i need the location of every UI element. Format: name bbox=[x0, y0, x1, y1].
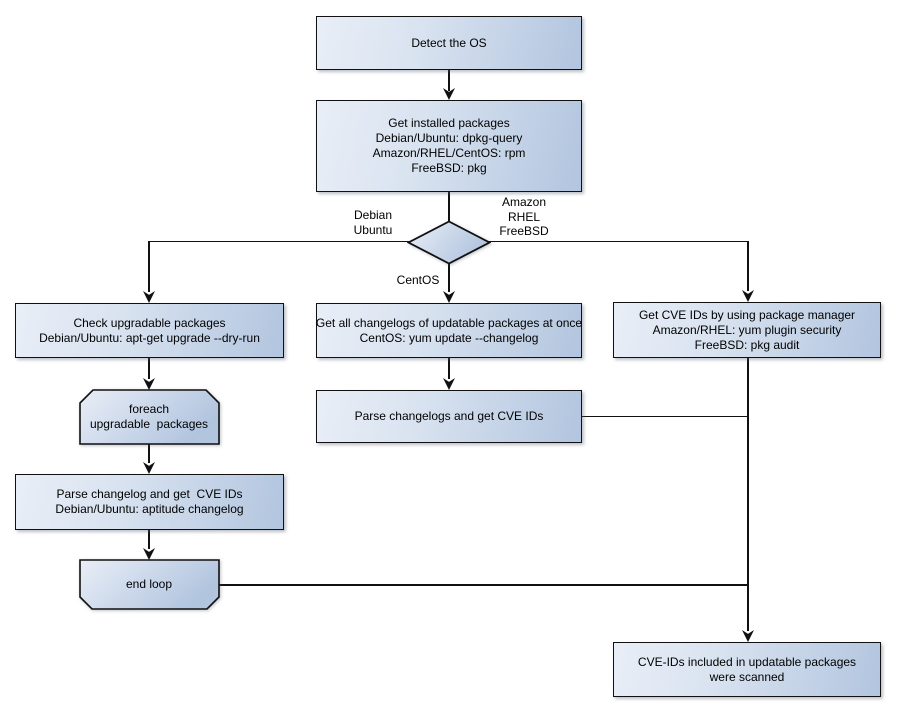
arrowhead-into-get-changelogs bbox=[443, 291, 455, 303]
edge-branch-centos-vertical bbox=[448, 262, 450, 292]
node-end-loop-shape bbox=[79, 559, 220, 610]
edge-parse-to-endloop bbox=[148, 530, 150, 549]
edge-label-line: Amazon bbox=[501, 195, 547, 209]
node-line: Check upgradable packages bbox=[73, 315, 226, 330]
node-foreach-shape bbox=[79, 389, 220, 445]
node-detect-os: Detect the OS bbox=[316, 16, 582, 70]
node-get-all-changelogs: Get all changelogs of updatable packages… bbox=[316, 303, 582, 358]
edge-branch-right-horizontal bbox=[487, 240, 748, 243]
node-line: Debian/Ubuntu: aptitude changelog bbox=[55, 502, 244, 516]
node-line: FreeBSD: pkg bbox=[411, 161, 487, 175]
node-line: CentOS: yum update --changelog bbox=[359, 330, 539, 345]
edge-branch-left-vertical bbox=[148, 241, 150, 292]
node-parse-changelog-left: Parse changelog and get CVE IDs Debian/U… bbox=[15, 474, 284, 530]
node-check-upgradable-packages: Check upgradable packages Debian/Ubuntu:… bbox=[15, 303, 284, 358]
node-parse-changelogs-mid: Parse changelogs and get CVE IDs bbox=[316, 390, 582, 443]
edge-installed-to-decision bbox=[448, 192, 450, 223]
node-end-loop: end loop bbox=[80, 560, 218, 608]
edge-label-line: CentOS bbox=[396, 273, 440, 287]
edge-label-line: Ubuntu bbox=[353, 223, 393, 237]
arrowhead-into-get-cve-ids bbox=[742, 290, 754, 302]
edge-changelogs-to-parse-mid bbox=[448, 358, 450, 379]
edge-parse-mid-to-trunk bbox=[582, 415, 748, 417]
edge-branch-left-horizontal bbox=[148, 240, 412, 243]
node-get-installed-packages: Get installed packages Debian/Ubuntu: dp… bbox=[316, 100, 582, 192]
arrowhead-into-result bbox=[742, 630, 754, 642]
node-line: Get all changelogs of updatable packages… bbox=[315, 315, 583, 330]
edge-check-to-foreach bbox=[148, 358, 150, 379]
edge-label-line: RHEL bbox=[507, 209, 540, 224]
edge-foreach-to-parse bbox=[148, 443, 150, 463]
node-line: Parse changelogs and get CVE IDs bbox=[354, 409, 544, 423]
edge-branch-right-vertical bbox=[747, 241, 749, 291]
edge-label-line: Debian bbox=[353, 208, 393, 222]
node-line: Amazon/RHEL/CentOS: rpm bbox=[372, 146, 526, 160]
edge-label-debian-ubuntu: Debian Ubuntu bbox=[345, 208, 401, 238]
node-line: end loop bbox=[125, 576, 173, 591]
node-line: Parse changelog and get CVE IDs bbox=[56, 487, 243, 501]
edge-label-amazon-rhel-freebsd: Amazon RHEL FreeBSD bbox=[495, 195, 553, 239]
node-line: Amazon/RHEL: yum plugin security bbox=[652, 322, 842, 337]
node-line: Debian/Ubuntu: apt-get upgrade --dry-run bbox=[39, 330, 260, 345]
node-line: Get CVE IDs by using package manager bbox=[638, 307, 856, 322]
node-cve-ids-scanned: CVE-IDs included in updatable packages w… bbox=[613, 642, 881, 697]
node-line: upgradable packages bbox=[89, 416, 209, 431]
node-line: Debian/Ubuntu: dpkg-query bbox=[375, 131, 523, 145]
node-line: Get installed packages bbox=[388, 116, 510, 130]
node-line: FreeBSD: pkg audit bbox=[694, 337, 800, 352]
node-foreach-upgradable-packages: foreach upgradable packages bbox=[80, 390, 218, 443]
edge-label-centos: CentOS bbox=[394, 273, 442, 288]
node-line: were scanned bbox=[709, 669, 785, 684]
edge-label-line: FreeBSD bbox=[499, 224, 549, 238]
node-line: CVE-IDs included in updatable packages bbox=[637, 654, 857, 669]
node-line: foreach bbox=[128, 401, 170, 416]
node-os-decision-diamond bbox=[407, 220, 491, 265]
node-detect-os-label: Detect the OS bbox=[411, 35, 487, 50]
arrowhead-into-parse-changelogs-mid bbox=[443, 378, 455, 390]
edge-endloop-to-trunk bbox=[217, 584, 748, 586]
edge-trunk-to-result bbox=[747, 358, 749, 631]
node-get-cve-ids-package-manager: Get CVE IDs by using package manager Ama… bbox=[613, 302, 881, 358]
arrowhead-into-check-upgradable bbox=[143, 291, 155, 303]
arrowhead-into-parse-changelog bbox=[143, 462, 155, 474]
edge-detect-to-installed bbox=[448, 70, 450, 91]
